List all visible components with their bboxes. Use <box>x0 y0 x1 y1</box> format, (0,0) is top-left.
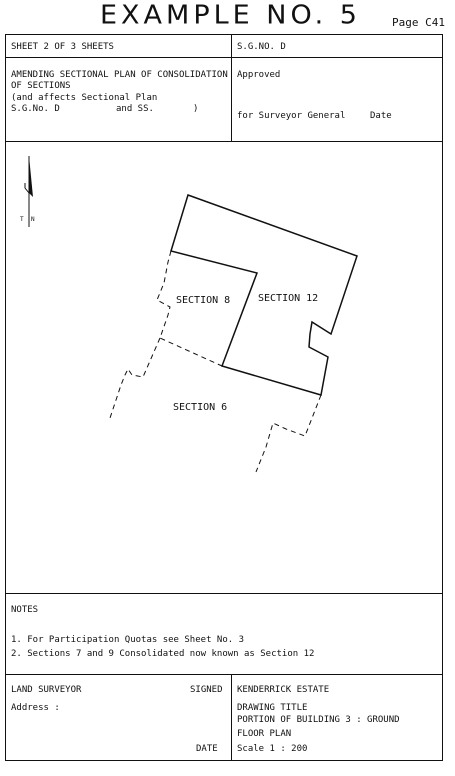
rule-below-title-block <box>6 141 442 142</box>
sg-number: S.G.NO. D <box>237 42 286 52</box>
sheet-count: SHEET 2 OF 3 SHEETS <box>11 42 114 52</box>
affects-and-ss: and SS. <box>116 104 154 114</box>
affects-close-paren: ) <box>193 104 199 114</box>
north-arrow-label-t: T <box>20 216 24 223</box>
drawing-title-line1: PORTION OF BUILDING 3 : GROUND <box>237 715 400 725</box>
page-number: Page C41 <box>392 16 445 29</box>
amending-title-line1: AMENDING SECTIONAL PLAN OF CONSOLIDATION <box>11 70 228 80</box>
section-8-label: SECTION 8 <box>176 295 230 306</box>
amending-title-line2: OF SECTIONS <box>11 81 71 91</box>
affects-line1: (and affects Sectional Plan <box>11 93 158 103</box>
drawing-scale: Scale 1 : 200 <box>237 744 308 754</box>
footer-divider <box>231 674 232 761</box>
rule-above-footer <box>6 674 442 675</box>
surveyor-general-label: for Surveyor General <box>237 111 346 121</box>
north-arrow-icon: T N <box>20 156 35 227</box>
drawing-title-line2: FLOOR PLAN <box>237 729 292 739</box>
section-6-boundary-right <box>255 394 322 473</box>
section-8-boundary <box>156 250 223 367</box>
section-6-label: SECTION 6 <box>173 402 227 413</box>
land-surveyor-label: LAND SURVEYOR <box>11 685 82 695</box>
approval-date-label: Date <box>370 111 392 121</box>
section-12-label: SECTION 12 <box>258 293 318 304</box>
estate-name: KENDERRICK ESTATE <box>237 685 330 695</box>
sheet-title: EXAMPLE NO. 5 <box>100 0 361 31</box>
footer-date-label: DATE <box>196 744 218 754</box>
section-12-outline <box>170 194 358 396</box>
rule-above-notes <box>6 593 442 594</box>
notes-heading: NOTES <box>11 605 39 615</box>
drawing-frame: SHEET 2 OF 3 SHEETS S.G.NO. D AMENDING S… <box>5 34 443 761</box>
title-block-divider <box>231 35 232 141</box>
section-6-boundary-left <box>109 337 161 419</box>
drawing-title-label: DRAWING TITLE <box>237 703 308 713</box>
address-label: Address : <box>11 703 60 713</box>
note-item: 1. For Participation Quotas see Sheet No… <box>11 635 244 645</box>
approved-label: Approved <box>237 70 281 80</box>
rule-below-sheet-row <box>6 57 442 58</box>
signed-label: SIGNED <box>190 685 223 695</box>
north-arrow-label-n: N <box>31 216 35 223</box>
affects-sg-number: S.G.No. D <box>11 104 60 114</box>
note-item: 2. Sections 7 and 9 Consolidated now kno… <box>11 649 315 659</box>
